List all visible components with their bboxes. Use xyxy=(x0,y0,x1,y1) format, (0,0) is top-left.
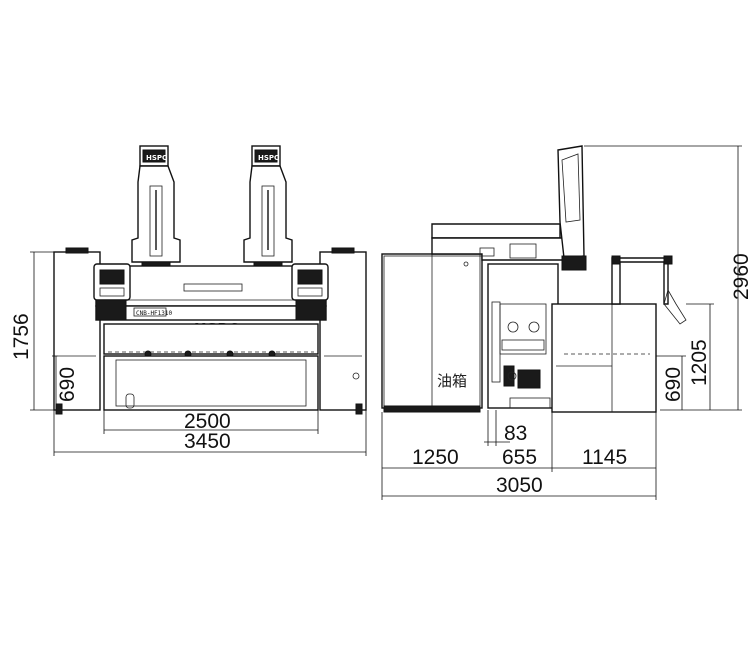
right-cylinder: HSPC xyxy=(243,145,293,271)
dim-3450: 3450 xyxy=(184,430,231,453)
dim-2960: 2960 xyxy=(730,253,752,300)
oil-tank-label: 油箱 xyxy=(437,372,467,390)
left-housing xyxy=(53,251,101,411)
right-cylinder-logo: HSPC xyxy=(258,154,279,162)
left-cylinder: HSPC xyxy=(131,145,181,271)
dim-1250: 1250 xyxy=(412,446,459,469)
front-dimensions: 1756 690 2500 3450 xyxy=(10,251,367,456)
front-view: HSPC HSPC xyxy=(53,145,367,415)
left-control-pendant xyxy=(93,263,131,301)
dim-2500: 2500 xyxy=(184,410,231,433)
upper-beam xyxy=(95,265,327,307)
dim-655: 655 xyxy=(502,446,537,469)
dim-1145: 1145 xyxy=(582,446,627,469)
left-cylinder-logo: HSPC xyxy=(146,154,167,162)
dim-3050: 3050 xyxy=(496,474,543,497)
side-view: 油箱 xyxy=(381,145,687,413)
dim-1205: 1205 xyxy=(688,339,711,386)
model-plate: CNB-HF1310 xyxy=(136,310,173,317)
dim-1756: 1756 xyxy=(10,313,33,360)
right-control-pendant xyxy=(291,263,329,301)
side-dimensions: 2960 1205 690 83 1250 655 1145 3050 xyxy=(381,145,752,500)
dim-83: 83 xyxy=(504,422,527,445)
lower-bed xyxy=(103,355,319,411)
dim-690-side: 690 xyxy=(662,367,685,402)
dim-690-front: 690 xyxy=(56,367,79,402)
